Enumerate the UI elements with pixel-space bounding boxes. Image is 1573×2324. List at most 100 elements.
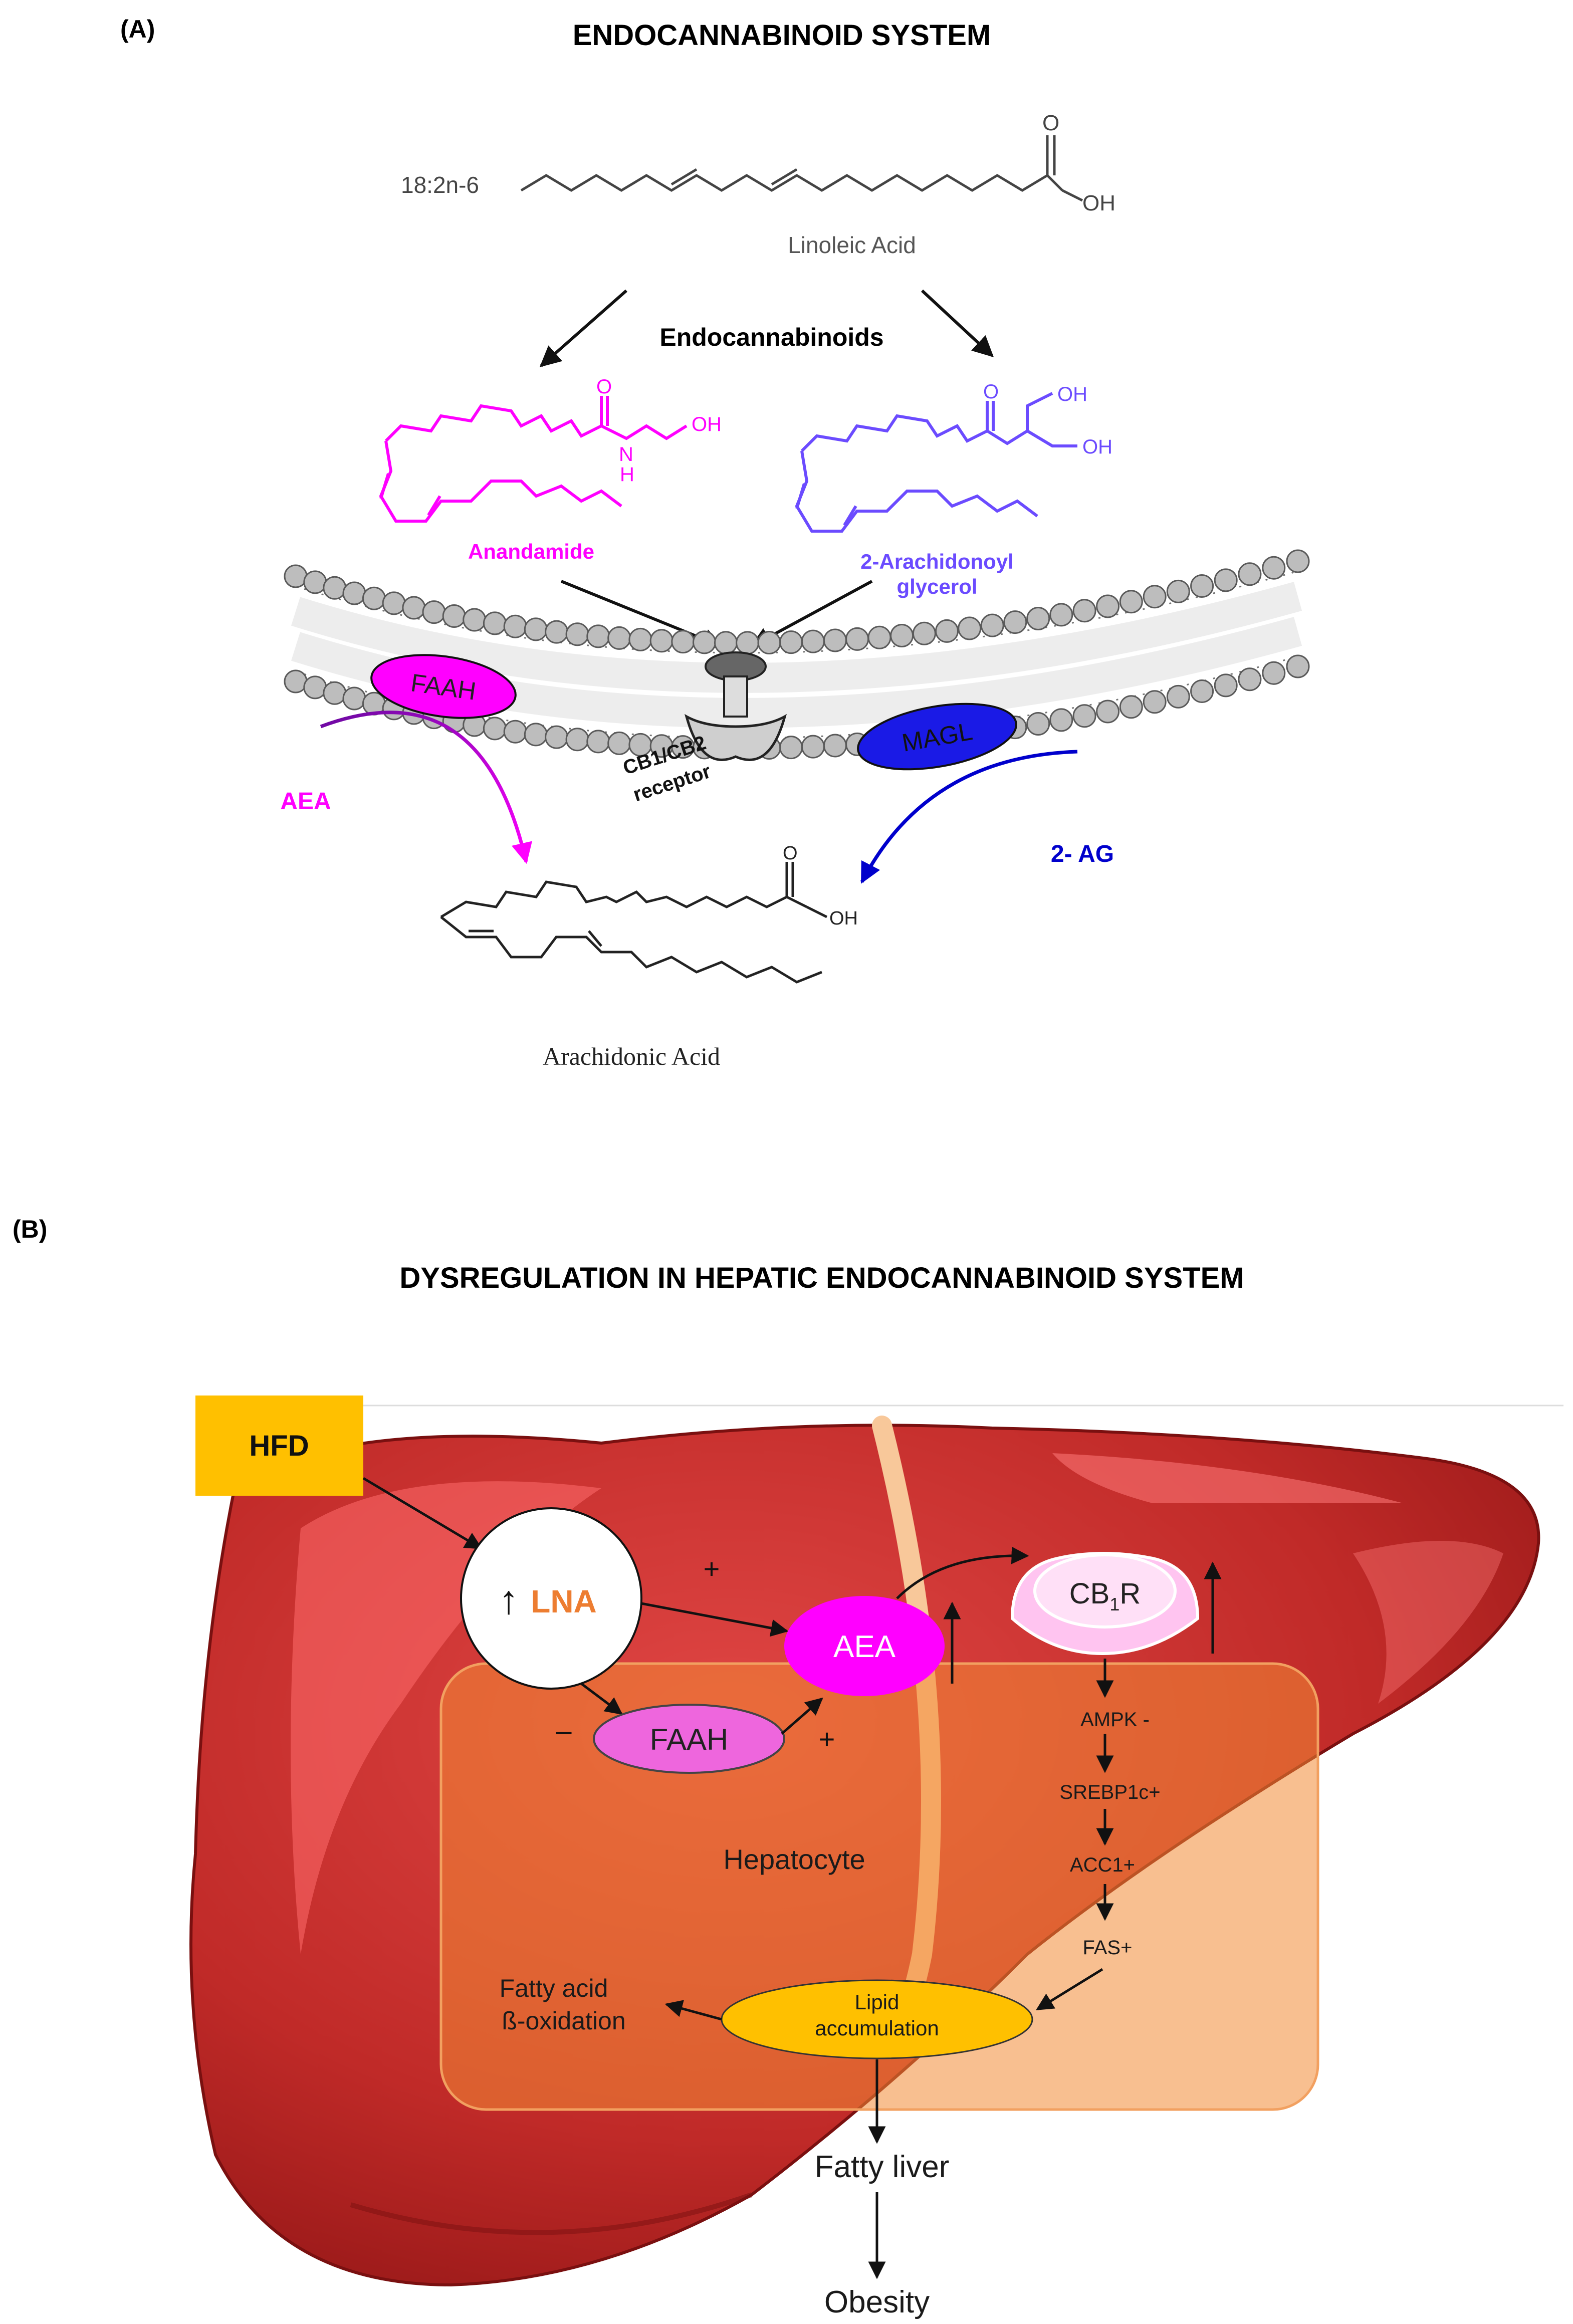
panel-b-label: (B) — [13, 1215, 47, 1243]
arachidonic-o: O — [783, 843, 798, 864]
faah-enzyme — [370, 654, 517, 719]
anandamide-n: N — [619, 443, 633, 466]
membrane-head-inner — [1286, 654, 1310, 678]
hepatocyte-label: Hepatocyte — [723, 1843, 865, 1875]
anandamide-h: H — [620, 463, 634, 486]
panel-a-title: ENDOCANNABINOID SYSTEM — [573, 19, 991, 52]
membrane-head-outer — [362, 586, 386, 610]
arrow-aea-to-cb1r — [896, 1546, 1029, 1599]
anandamide-o: O — [596, 376, 612, 398]
obesity-label: Obesity — [824, 2285, 930, 2319]
panel-b: (B) DYSREGULATION IN HEPATIC ENDOCANNABI… — [13, 1215, 1563, 2319]
membrane-head-inner — [1072, 704, 1096, 728]
two-ag-name-line1: 2-Arachidonoyl — [860, 550, 1014, 573]
panel-a: (A) ENDOCANNABINOID SYSTEM 18:2n-6 O OH … — [120, 15, 1310, 1070]
minus-lna-faah: − — [554, 1715, 573, 1751]
linoleic-oh-label: OH — [1082, 191, 1115, 215]
membrane-head-outer — [1238, 562, 1262, 586]
membrane-head-outer — [1262, 556, 1286, 580]
membrane-head-outer — [845, 627, 869, 651]
arrow-lipid-to-fatty-acid — [664, 2000, 722, 2021]
lna-label: LNA — [531, 1583, 597, 1619]
aea-degradation-arrow — [320, 711, 532, 864]
membrane-head-inner — [823, 734, 847, 758]
arachidonic-acid-structure — [440, 862, 828, 984]
cascade-acc1: ACC1+ — [1070, 1854, 1135, 1876]
faah-ellipse — [593, 1704, 785, 1774]
membrane-head-outer — [503, 614, 527, 638]
faah-label-b: FAAH — [650, 1723, 729, 1756]
endocannabinoids-label: Endocannabinoids — [659, 323, 883, 351]
membrane-head-outer — [422, 600, 446, 624]
membrane-head-outer — [980, 613, 1004, 637]
membrane-head-inner — [607, 731, 631, 755]
membrane-head-inner — [1214, 673, 1238, 698]
membrane-head-inner — [1190, 679, 1214, 703]
two-ag-o: O — [983, 381, 999, 403]
cascade-fas: FAS+ — [1083, 1937, 1133, 1959]
membrane-head-inner — [1026, 712, 1050, 736]
membrane-head-outer — [1143, 585, 1167, 609]
membrane-head-outer — [1286, 549, 1310, 573]
lipid-line1: Lipid — [855, 1990, 900, 2014]
membrane-head-outer — [1119, 590, 1143, 614]
membrane-head-inner — [586, 730, 610, 754]
membrane-head-inner — [1238, 667, 1262, 691]
arachidonic-acid-name: Arachidonic Acid — [543, 1042, 720, 1070]
membrane-head-outer — [958, 616, 982, 640]
membrane-head-inner — [1049, 708, 1073, 732]
membrane-head-outer — [607, 626, 631, 650]
membrane-head-outer — [524, 617, 548, 641]
membrane-head-outer — [1096, 594, 1120, 618]
panel-b-title: DYSREGULATION IN HEPATIC ENDOCANNABINOID… — [399, 1262, 1244, 1294]
plus-lna-aea: + — [704, 1553, 720, 1584]
membrane-head-outer — [628, 627, 652, 651]
membrane-head-outer — [890, 624, 914, 647]
membrane-head-outer — [823, 628, 847, 652]
plus-faah-aea: + — [819, 1723, 835, 1755]
membrane-head-inner — [801, 735, 825, 759]
arrow-lna-to-aea — [641, 1602, 789, 1637]
membrane-head-outer — [1003, 610, 1027, 634]
aea-label: AEA — [280, 788, 331, 815]
arrow-faah-to-aea — [781, 1697, 823, 1735]
anandamide-structure — [379, 396, 688, 523]
membrane-head-inner — [779, 736, 803, 760]
membrane-head-outer — [463, 608, 487, 632]
linoleic-o-label: O — [1042, 111, 1059, 135]
aea-label-b: AEA — [833, 1630, 896, 1664]
linoleic-acid-structure — [520, 135, 1083, 202]
arrow-linoleic-to-2ag — [921, 289, 994, 357]
membrane-head-outer — [1026, 607, 1050, 630]
membrane-head-outer — [382, 591, 406, 615]
arachidonic-oh: OH — [829, 908, 858, 929]
anandamide-oh: OH — [692, 413, 722, 435]
membrane-head-outer — [284, 564, 308, 588]
membrane-head-outer — [1072, 599, 1096, 623]
membrane-head-outer — [1190, 574, 1214, 598]
two-ag-name-line2: glycerol — [896, 575, 977, 598]
membrane-head-outer — [303, 570, 327, 594]
cascade-srebp1c: SREBP1c+ — [1059, 1781, 1160, 1803]
arrow-hfd-to-lna — [362, 1477, 483, 1550]
membrane-head-inner — [342, 686, 366, 711]
hfd-label: HFD — [249, 1430, 309, 1462]
membrane-head-outer — [483, 611, 507, 635]
membrane-head-outer — [935, 619, 959, 643]
magl-enzyme — [857, 703, 1017, 771]
membrane-head-outer — [801, 629, 825, 653]
aea-ellipse — [784, 1596, 945, 1696]
membrane-head-outer — [342, 581, 366, 605]
membrane-head-inner — [524, 723, 548, 747]
membrane-head-outer — [586, 624, 610, 648]
arrow-fas-to-lipid — [1036, 1968, 1103, 2011]
linoleic-notation: 18:2n-6 — [401, 172, 479, 198]
cb1r-label: CB1R — [1069, 1577, 1141, 1614]
membrane-head-inner — [1096, 700, 1120, 724]
membrane-head-outer — [693, 630, 716, 654]
membrane-head-inner — [565, 728, 589, 752]
anandamide-name: Anandamide — [468, 540, 594, 563]
membrane-head-inner — [284, 669, 308, 693]
cb1r-receptor — [1010, 1552, 1200, 1656]
membrane-head-outer — [757, 631, 781, 654]
